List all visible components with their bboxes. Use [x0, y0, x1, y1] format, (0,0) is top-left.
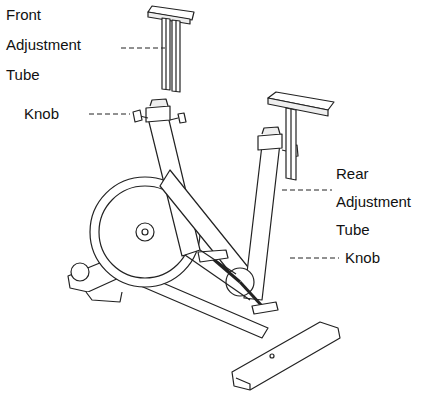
callout-label: Knob — [24, 104, 59, 124]
drawing-stroke — [71, 263, 89, 281]
drawing-stroke — [136, 223, 154, 241]
drawing-stroke — [142, 229, 148, 235]
drawing-stroke — [290, 109, 291, 179]
drawing-stroke — [270, 354, 274, 358]
drawing-stroke — [86, 292, 122, 302]
drawing-stroke — [200, 250, 236, 274]
leader-line — [121, 48, 165, 49]
callout-label: Knob — [345, 248, 380, 268]
drawing-stroke — [286, 108, 296, 180]
drawing-stroke — [146, 106, 170, 122]
leader-line — [282, 190, 332, 191]
drawing-stroke — [240, 282, 262, 306]
drawing-stroke — [236, 378, 250, 390]
drawing-stroke — [166, 19, 176, 91]
drawing-stroke — [178, 113, 186, 123]
drawing-stroke — [133, 110, 142, 122]
drawing-stroke — [268, 98, 328, 116]
part-label: Front Adjustment Tube — [6, 0, 81, 90]
drawing-stroke — [212, 258, 240, 282]
leader-line — [89, 114, 130, 115]
part-label: Rear Adjustment Tube — [336, 160, 411, 244]
drawing-stroke — [150, 99, 168, 106]
front-adjustment-tube — [148, 6, 194, 92]
bike-frame — [68, 99, 340, 390]
drawing-stroke — [170, 118, 178, 120]
rear-adjustment-tube — [268, 92, 334, 180]
drawing-stroke — [258, 134, 282, 150]
drawing-stroke — [252, 302, 278, 314]
leader-line — [290, 258, 339, 259]
drawing-stroke — [262, 127, 280, 134]
leader-lines — [89, 48, 339, 258]
